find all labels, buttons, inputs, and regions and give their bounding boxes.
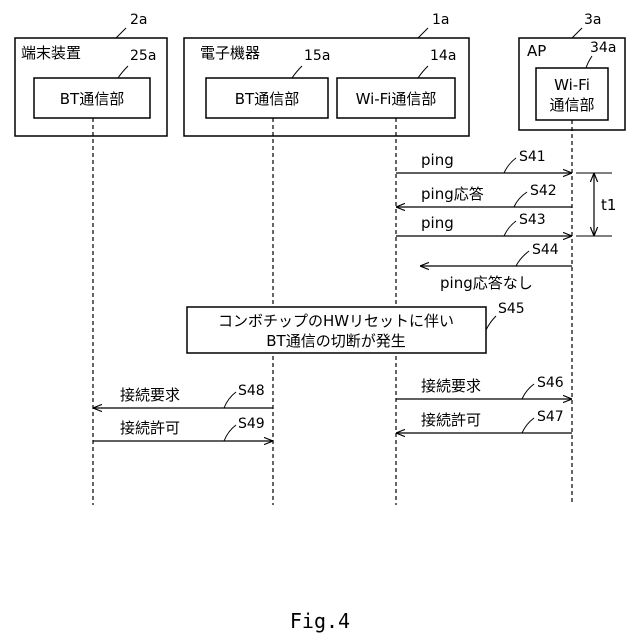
message-s47-leader [522, 418, 534, 433]
electronic-device-ref-leader [418, 28, 428, 38]
message-s43-step: S43 [519, 212, 546, 228]
ap-wifi-unit-ref: 34a [590, 40, 616, 56]
message-s42-leader [514, 192, 527, 207]
message-s47-step: S47 [537, 409, 564, 425]
terminal-bt-unit-ref: 25a [130, 48, 156, 64]
ap-ref-leader [572, 28, 582, 38]
message-s42-label: ping応答 [421, 185, 484, 203]
message-s43-label: ping [421, 214, 454, 232]
message-s49-step: S49 [238, 416, 265, 432]
message-s41-leader [504, 158, 516, 173]
message-s43-leader [504, 221, 516, 236]
ap-ref: 3a [584, 12, 602, 28]
event-s45-leader [486, 316, 496, 330]
electronic-bt-unit-ref: 15a [304, 48, 330, 64]
ap-wifi-unit-label-line2: 通信部 [549, 96, 594, 114]
ap-name: AP [527, 42, 546, 60]
message-s48-label: 接続要求 [120, 386, 180, 404]
electronic-device-name: 電子機器 [200, 44, 260, 62]
message-s42-step: S42 [530, 183, 557, 199]
electronic-bt-unit-label: BT通信部 [235, 90, 299, 108]
terminal-bt-unit-label: BT通信部 [60, 90, 124, 108]
terminal-device-name: 端末装置 [21, 44, 81, 62]
message-s48-leader [224, 392, 236, 408]
message-s44-step: S44 [532, 242, 559, 258]
terminal-bt-unit-ref-leader [118, 66, 128, 78]
message-s46-step: S46 [537, 375, 564, 391]
terminal-device-ref: 2a [130, 12, 148, 28]
message-s49-label: 接続許可 [120, 419, 180, 437]
ap-wifi-unit-ref-leader [586, 56, 592, 68]
message-s49-leader [224, 425, 236, 441]
event-s45-line2: BT通信の切断が発生 [266, 332, 405, 350]
interval-t1-label: t1 [601, 196, 616, 214]
message-s41-step: S41 [519, 149, 546, 165]
electronic-bt-unit-ref-leader [292, 66, 302, 78]
electronic-device-ref: 1a [432, 12, 450, 28]
message-s46-label: 接続要求 [421, 377, 481, 395]
event-s45-step: S45 [498, 301, 525, 317]
message-s47-label: 接続許可 [421, 411, 481, 429]
message-s41-label: ping [421, 151, 454, 169]
terminal-device-ref-leader [116, 28, 126, 38]
electronic-wifi-unit-label: Wi-Fi通信部 [356, 90, 437, 108]
electronic-wifi-unit-ref: 14a [430, 48, 456, 64]
event-s45-line1: コンボチップのHWリセットに伴い [218, 312, 454, 330]
figure-caption: Fig.4 [290, 609, 350, 633]
message-s46-leader [522, 384, 534, 399]
message-s48-step: S48 [238, 383, 265, 399]
message-s44-leader [516, 251, 529, 266]
message-s44-label: ping応答なし [440, 274, 533, 292]
ap-wifi-unit-label-line1: Wi-Fi [554, 76, 590, 94]
electronic-wifi-unit-ref-leader [418, 66, 428, 78]
